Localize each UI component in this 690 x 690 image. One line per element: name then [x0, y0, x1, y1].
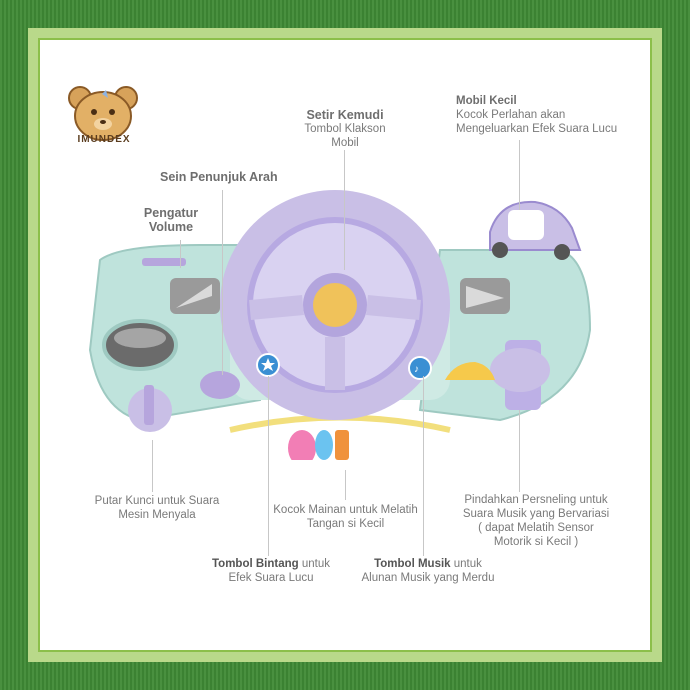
label-teether: Kocok Mainan untuk Melatih Tangan si Kec… [268, 503, 423, 531]
label-gear-line4: Motorik si Kecil ) [493, 536, 579, 548]
label-volume-line1: Pengatur [143, 206, 199, 220]
label-volume: Pengatur Volume [138, 206, 204, 234]
brand-name: IMUNDEX [77, 134, 131, 145]
label-teether-line1: Kocok Mainan untuk Melatih [273, 504, 418, 516]
label-teether-line2: Tangan si Kecil [306, 518, 385, 530]
label-music-line2: Alunan Musik yang Merdu [361, 572, 495, 584]
label-key-line2: Mesin Menyala [118, 509, 196, 521]
label-key-line1: Putar Kunci untuk Suara [94, 495, 220, 507]
label-gear: Pindahkan Persneling untuk Suara Musik y… [456, 493, 616, 549]
label-car-title: Mobil Kecil [456, 95, 517, 107]
leader-line-music [423, 376, 424, 556]
label-gear-line3: ( dapat Melatih Sensor [478, 522, 594, 534]
label-steering-text: Tombol Klakson Mobil [304, 123, 386, 149]
label-car-line1: Kocok Perlahan akan [456, 109, 566, 121]
steering-wheel-icon [220, 190, 450, 420]
leader-line-key [152, 440, 153, 492]
leader-line-volume [180, 240, 181, 268]
label-volume-line2: Volume [148, 220, 194, 234]
leader-line-car [519, 140, 520, 210]
label-turn-signal-title: Sein Penunjuk Arah [160, 170, 278, 184]
label-turn-signal: Sein Penunjuk Arah [160, 170, 278, 184]
label-star-line2: Efek Suara Lucu [228, 572, 314, 584]
label-music-rest: untuk [450, 558, 482, 570]
small-car-icon [489, 200, 582, 260]
steering-wheel-toy-illustration: ♪ [88, 190, 592, 460]
svg-text:♪: ♪ [414, 364, 419, 375]
bear-logo-icon [68, 86, 138, 141]
leader-line-turn-signal [222, 190, 223, 375]
label-steering: Setir Kemudi Tombol Klakson Mobil [290, 108, 400, 150]
label-car-line2: Mengeluarkan Efek Suara Lucu [456, 123, 618, 135]
label-gear-line1: Pindahkan Persneling untuk [464, 494, 608, 506]
label-star-bold: Tombol Bintang [212, 558, 299, 570]
label-car: Mobil Kecil Kocok Perlahan akan Mengelua… [456, 94, 617, 136]
leader-line-steering [344, 150, 345, 270]
leader-line-teether [345, 470, 346, 500]
leader-line-star [268, 376, 269, 556]
label-music: Tombol Musik untuk Alunan Musik yang Mer… [358, 557, 498, 585]
label-star: Tombol Bintang untuk Efek Suara Lucu [206, 557, 336, 585]
label-key: Putar Kunci untuk Suara Mesin Menyala [92, 494, 222, 522]
label-gear-line2: Suara Musik yang Bervariasi [462, 508, 610, 520]
leader-line-gear [519, 410, 520, 492]
label-star-rest: untuk [298, 558, 330, 570]
label-music-bold: Tombol Musik [374, 558, 451, 570]
label-steering-title: Setir Kemudi [306, 108, 384, 122]
